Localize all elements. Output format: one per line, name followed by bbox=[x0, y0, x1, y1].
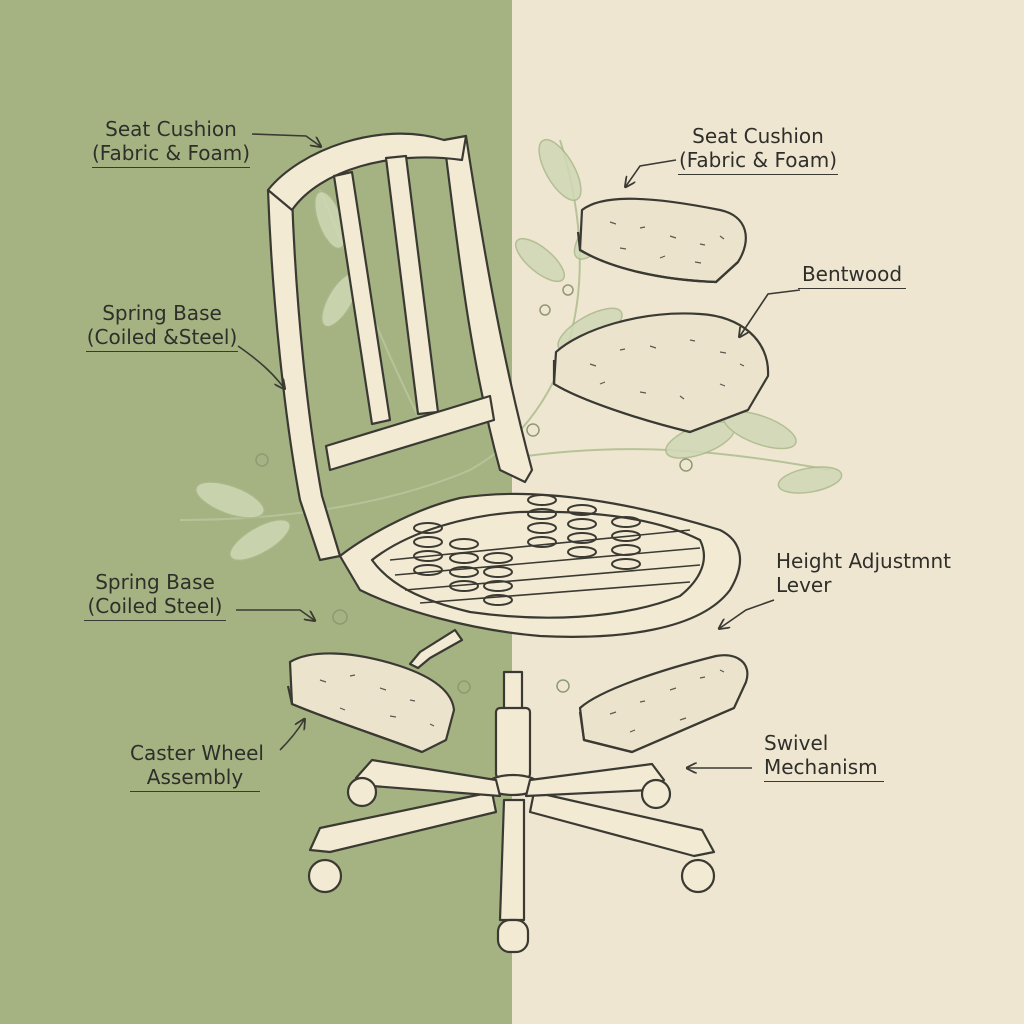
arrow-seat-cushion-right bbox=[626, 159, 677, 186]
arrow-spring-base-top bbox=[237, 345, 284, 388]
bubble bbox=[457, 680, 471, 694]
coil-spring bbox=[483, 552, 513, 606]
label-swivel: Swivel Mechanism bbox=[764, 731, 884, 782]
caster-wheel bbox=[346, 776, 378, 808]
arrow-spring-base-bottom bbox=[236, 609, 314, 620]
foam-block-right bbox=[578, 654, 749, 754]
bubble bbox=[332, 609, 348, 625]
coil-spring bbox=[567, 504, 597, 558]
caster-wheel bbox=[307, 858, 343, 894]
chair-seat-inner bbox=[370, 510, 705, 619]
label-spring-base-top: Spring Base (Coiled &Steel) bbox=[86, 301, 238, 352]
caster-wheel bbox=[496, 918, 530, 954]
chair-back-right-post bbox=[442, 134, 534, 484]
arrow-caster-wheel bbox=[279, 720, 304, 751]
arrow-height-lever bbox=[720, 599, 775, 628]
label-spring-base-bottom: Spring Base (Coiled Steel) bbox=[84, 570, 226, 621]
seat-slat-line bbox=[394, 547, 701, 576]
bubble bbox=[679, 458, 693, 472]
label-height-lever: Height Adjustmnt Lever bbox=[776, 549, 951, 597]
bubble bbox=[539, 304, 551, 316]
bubble bbox=[556, 679, 570, 693]
branch-left bbox=[179, 469, 471, 521]
leaf bbox=[515, 237, 565, 283]
seat-slat-line bbox=[419, 581, 691, 604]
coil-spring bbox=[611, 516, 641, 570]
bubble bbox=[526, 423, 540, 437]
bentwood-foam-piece bbox=[552, 312, 770, 434]
bubble bbox=[255, 453, 269, 467]
base-leg-right bbox=[528, 790, 716, 858]
leaf bbox=[229, 518, 291, 562]
base-leg-left bbox=[308, 790, 498, 854]
label-seat-cushion-right: Seat Cushion (Fabric & Foam) bbox=[678, 124, 838, 175]
chair-back-lower-rail bbox=[324, 394, 496, 472]
seat-cushion-piece bbox=[576, 197, 747, 284]
chair-back-top-rail bbox=[266, 132, 468, 212]
leaf bbox=[777, 466, 843, 494]
label-caster-wheel: Caster Wheel Assembly bbox=[130, 741, 264, 792]
coil-spring bbox=[527, 494, 557, 548]
caster-wheel bbox=[640, 778, 672, 810]
foam-texture bbox=[319, 221, 745, 733]
foam-block-left bbox=[286, 652, 456, 754]
height-adjustment-lever bbox=[408, 628, 464, 670]
coil-spring bbox=[449, 538, 479, 592]
leaf bbox=[195, 481, 265, 519]
bubble bbox=[562, 284, 574, 296]
label-bentwood: Bentwood bbox=[798, 262, 906, 289]
base-leg-front bbox=[498, 798, 526, 922]
seat-slat-line bbox=[404, 564, 701, 591]
leaf bbox=[538, 138, 582, 202]
label-seat-cushion-left: Seat Cushion (Fabric & Foam) bbox=[92, 117, 250, 168]
arrow-bentwood bbox=[740, 289, 801, 336]
chair-back-slat bbox=[332, 170, 392, 426]
caster-wheel bbox=[680, 858, 716, 894]
coil-spring bbox=[413, 522, 443, 576]
arrow-seat-cushion-left bbox=[251, 133, 320, 146]
